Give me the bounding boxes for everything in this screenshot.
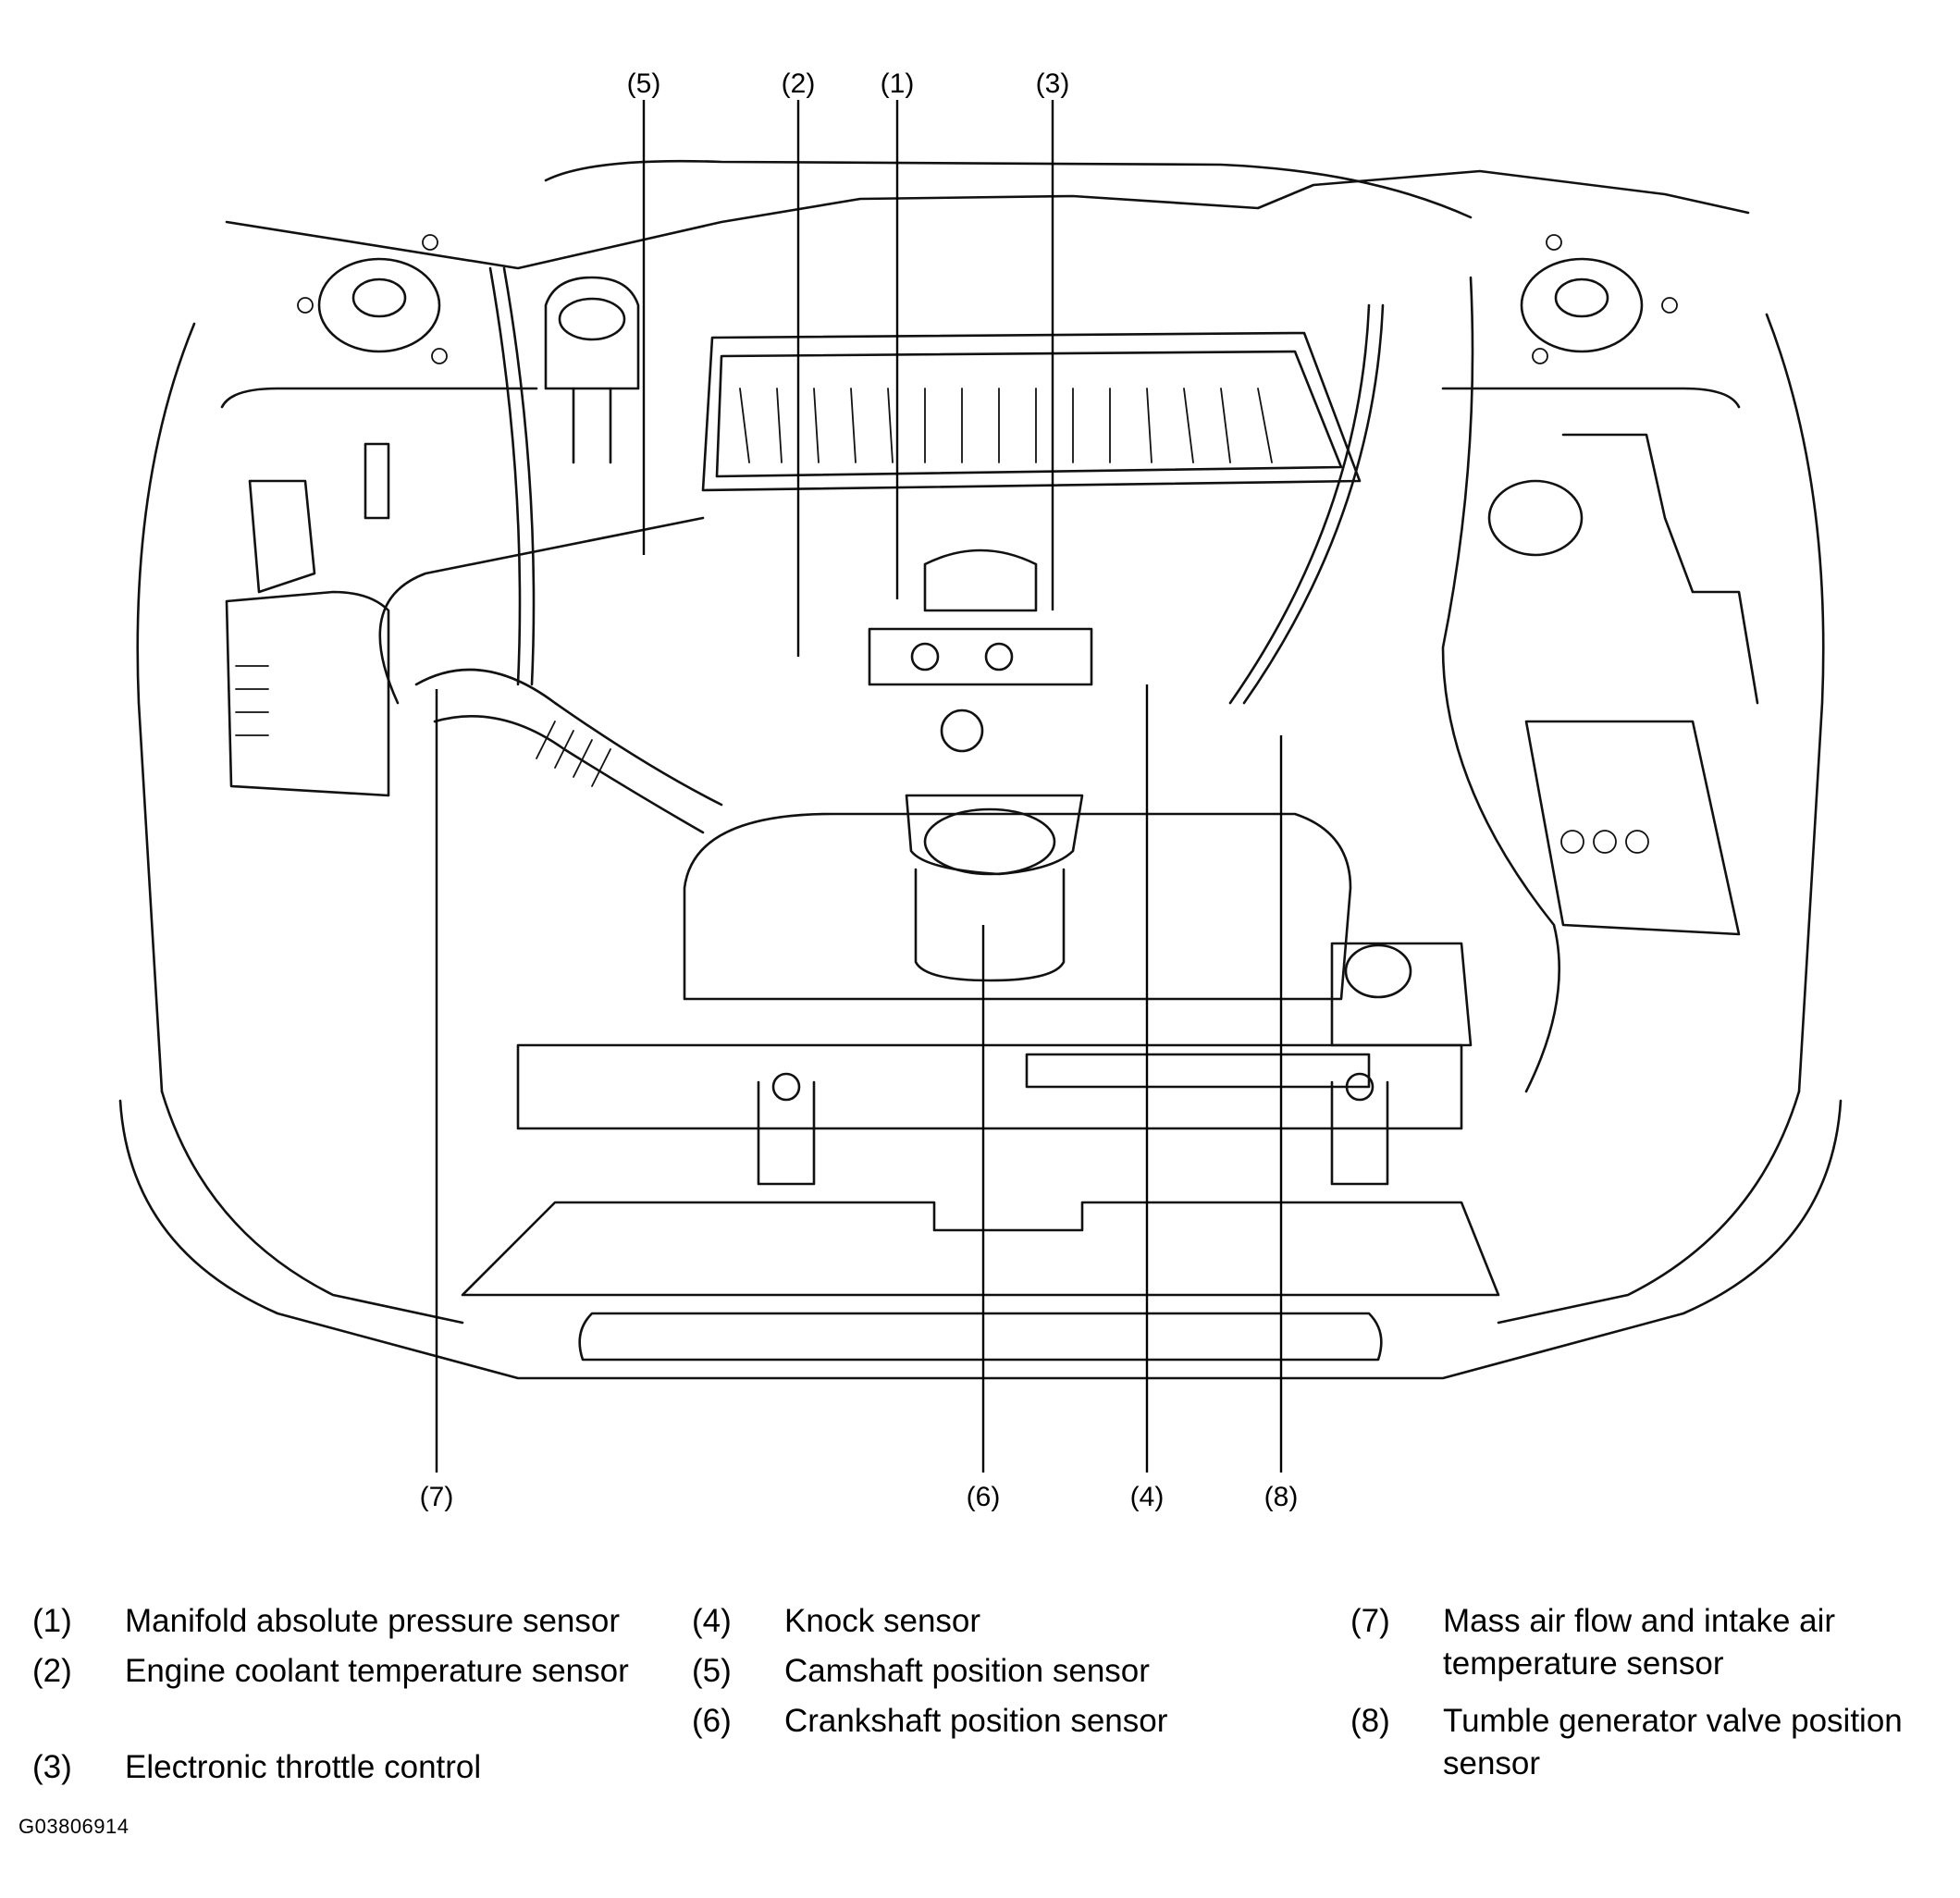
legend-text: Tumble generator valve position sensor xyxy=(1443,1703,1903,1781)
hoses xyxy=(378,266,1561,1093)
callout-4: (4) xyxy=(1130,1482,1165,1512)
intercooler xyxy=(701,331,1362,492)
radiator-support xyxy=(461,1043,1500,1362)
legend-item-4: (4) Knock sensor xyxy=(692,1600,1284,1643)
battery xyxy=(1524,433,1759,936)
legend-num: (1) xyxy=(32,1603,72,1639)
legend-num: (6) xyxy=(692,1703,732,1739)
legend-item-6: (6) Crankshaft position sensor xyxy=(692,1700,1284,1743)
callout-5: (5) xyxy=(627,68,661,99)
legend-num: (7) xyxy=(1350,1603,1390,1639)
callout-2: (2) xyxy=(782,68,816,99)
legend-text: Knock sensor xyxy=(784,1603,981,1639)
crank-pulley-area xyxy=(683,794,1352,1001)
callout-6: (6) xyxy=(967,1482,1001,1512)
legend-text: Crankshaft position sensor xyxy=(784,1703,1168,1739)
legend-item-7: (7) Mass air flow and intake air tempera… xyxy=(1350,1600,1933,1685)
engine-compartment-diagram: (1) (2) (3) (5) (7) (6) (4) (8) xyxy=(118,68,1843,1512)
legend-text: Camshaft position sensor xyxy=(784,1653,1150,1689)
callout-3: (3) xyxy=(1036,68,1070,99)
legend-item-3: (3) Electronic throttle control xyxy=(32,1746,652,1789)
left-strut-tower xyxy=(297,234,448,364)
figure-id: G03806914 xyxy=(18,1815,129,1838)
callout-7: (7) xyxy=(420,1482,454,1512)
coolant-reservoir xyxy=(1330,479,1584,1047)
legend-num: (3) xyxy=(32,1749,72,1785)
legend-text: Engine coolant temperature sensor xyxy=(125,1653,629,1689)
legend-num: (4) xyxy=(692,1603,732,1639)
intake-duct xyxy=(414,668,723,834)
right-strut-tower xyxy=(1520,234,1678,364)
legend-num: (5) xyxy=(692,1653,732,1689)
legend-text: Mass air flow and intake air temperature… xyxy=(1443,1603,1836,1682)
callout-1: (1) xyxy=(881,68,915,99)
callout-8: (8) xyxy=(1264,1482,1299,1512)
legend-num: (8) xyxy=(1350,1703,1390,1739)
callout-leader-lines xyxy=(435,100,1283,1473)
legend-num: (2) xyxy=(32,1653,72,1689)
legend-item-1: (1) Manifold absolute pressure sensor xyxy=(32,1600,671,1643)
legend-item-8: (8) Tumble generator valve position sens… xyxy=(1350,1700,1933,1785)
hood-outline xyxy=(118,159,1843,1380)
legend-item-2: (2) Engine coolant temperature sensor xyxy=(32,1650,652,1693)
legend: (1) Manifold absolute pressure sensor (2… xyxy=(0,1600,1960,1831)
brake-reservoir xyxy=(544,276,640,464)
throttle-body xyxy=(868,548,1093,753)
legend-item-5: (5) Camshaft position sensor xyxy=(692,1650,1284,1693)
legend-text: Electronic throttle control xyxy=(125,1749,482,1785)
air-filter-box xyxy=(225,442,390,797)
legend-text: Manifold absolute pressure sensor xyxy=(125,1603,621,1639)
